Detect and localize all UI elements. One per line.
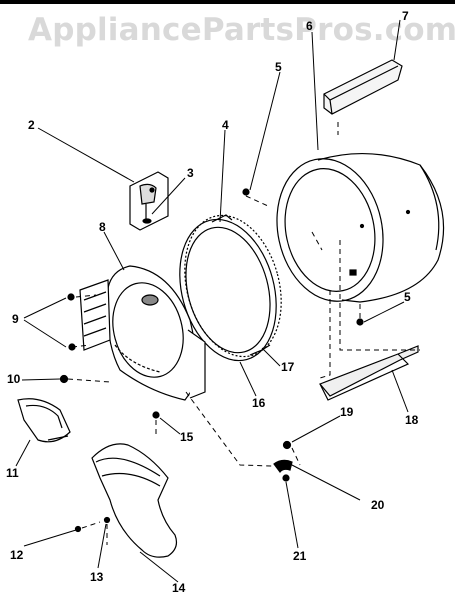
callout-7: 7: [402, 9, 409, 23]
part-6-drum: [276, 152, 445, 303]
callout-16: 16: [252, 396, 266, 410]
callout-18: 18: [405, 413, 419, 427]
watermark: AppliancePartsPros.com: [28, 12, 455, 48]
part-18-support: [319, 345, 419, 401]
callout-10: 10: [7, 372, 21, 386]
part-2-sensor-box: [129, 171, 169, 231]
callout-5-top: 5: [275, 60, 282, 74]
part-4-seal-ring: [179, 214, 282, 362]
callout-21: 21: [293, 549, 307, 563]
callout-3: 3: [187, 166, 194, 180]
top-border: [0, 0, 455, 4]
callout-2: 2: [28, 118, 35, 132]
callout-15: 15: [180, 430, 194, 444]
callout-19: 19: [340, 405, 354, 419]
callout-4: 4: [222, 118, 229, 132]
callout-17: 17: [281, 360, 295, 374]
screws: [59, 188, 364, 533]
part-14-duct: [91, 443, 178, 558]
part-8-front-bulkhead: [79, 265, 206, 401]
callout-14: 14: [172, 581, 186, 595]
part-20-clip: [273, 440, 293, 482]
callout-20: 20: [371, 498, 385, 512]
assembly-lines: [67, 122, 420, 545]
callout-9: 9: [12, 312, 19, 326]
part-7-bracket: [323, 59, 403, 115]
callout-12: 12: [10, 548, 24, 562]
callout-13: 13: [90, 570, 104, 584]
part-11-lint-housing: [17, 398, 71, 443]
callout-6: 6: [306, 19, 313, 33]
callout-11: 11: [6, 466, 19, 480]
callout-5-right: 5: [404, 290, 411, 304]
callout-8: 8: [99, 220, 106, 234]
leader-lines: [15, 19, 409, 583]
